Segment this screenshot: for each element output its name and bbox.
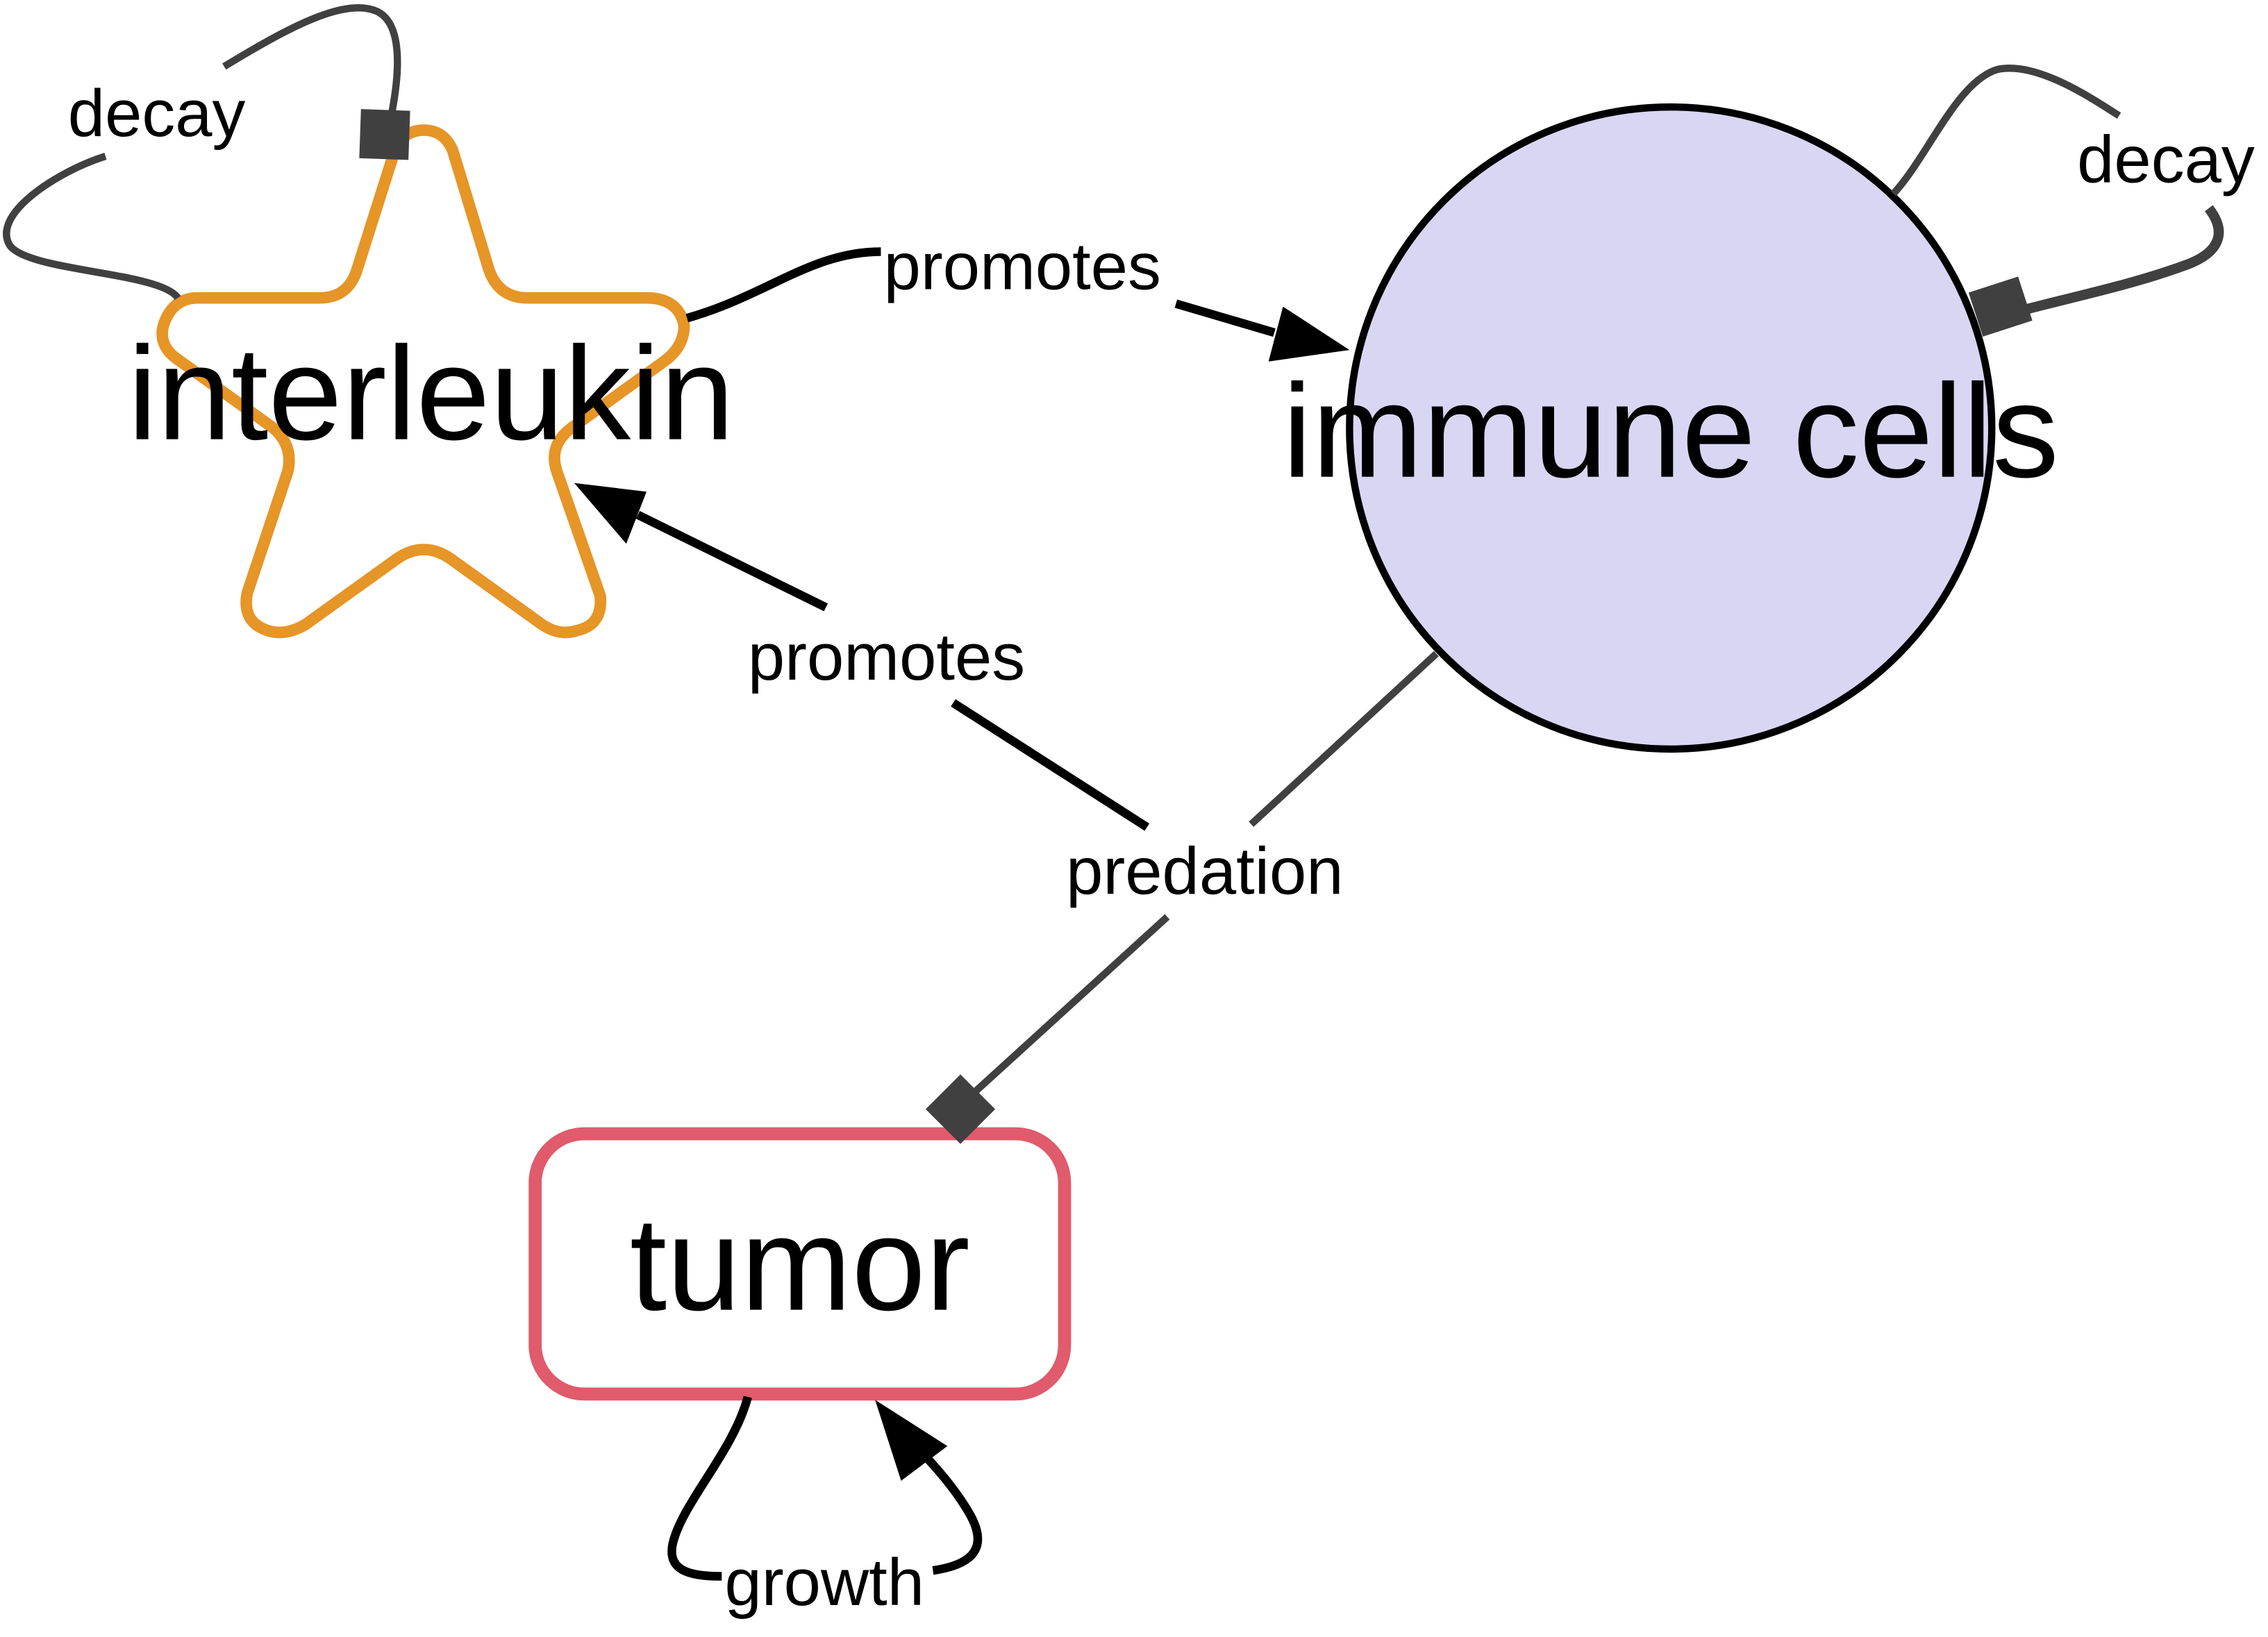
interleukin-decay-curve-out xyxy=(3,152,181,301)
il-promotes-immune-curve-1 xyxy=(685,247,881,323)
il-promotes-immune-label: promotes xyxy=(884,230,1161,304)
interleukin-decay-label: decay xyxy=(68,76,246,151)
interleukin-star-shape xyxy=(156,124,690,639)
predation-line-1 xyxy=(1249,650,1439,828)
interleukin-label: interleukin xyxy=(128,319,734,468)
tumor-growth-arrowhead xyxy=(875,1400,948,1481)
predation-line-2 xyxy=(971,914,1170,1096)
immune-decay-curve-in xyxy=(2013,205,2224,317)
immune-decay-label: decay xyxy=(2077,122,2255,196)
edge-tumor-growth[interactable]: growth xyxy=(667,1395,983,1620)
tumor-growth-curve-out xyxy=(667,1395,752,1581)
edge-interleukin-promotes-immune[interactable]: promotes xyxy=(685,230,1350,362)
node-immune-cells[interactable]: immune cells xyxy=(1283,103,2059,753)
il-promotes-immune-curve-2 xyxy=(1174,299,1276,337)
immune-cells-label: immune cells xyxy=(1283,357,2059,505)
node-tumor[interactable]: tumor xyxy=(528,1127,1072,1401)
immune-decay-inhibitor-head xyxy=(1968,276,2033,337)
node-interleukin[interactable]: interleukin xyxy=(128,124,734,639)
interleukin-decay-inhibitor-head xyxy=(359,109,410,160)
tumor-growth-label: growth xyxy=(725,1545,925,1620)
tumor-box xyxy=(528,1127,1072,1401)
edge-predation[interactable]: predation xyxy=(925,650,1439,1144)
immune-promotes-il-label: promotes xyxy=(748,620,1025,694)
predation-label: predation xyxy=(1066,834,1343,908)
edge-immune-decay[interactable]: decay xyxy=(1890,65,2255,337)
predation-inhibitor-head xyxy=(925,1074,996,1144)
il-promotes-immune-arrowhead xyxy=(1268,306,1350,362)
immune-promotes-il-curve-1 xyxy=(951,699,1150,831)
immune-cells-circle xyxy=(1346,103,1996,753)
immune-promotes-il-arrowhead xyxy=(574,482,647,544)
edge-interleukin-decay[interactable]: decay xyxy=(3,4,410,301)
immune-decay-curve-out xyxy=(1890,65,2121,196)
interleukin-decay-curve-in xyxy=(222,4,401,134)
immune-promotes-il-curve-2 xyxy=(635,510,828,612)
tumor-growth-curve-in xyxy=(912,1443,983,1575)
edge-immune-promotes-interleukin[interactable]: promotes xyxy=(574,482,1150,831)
tumor-label: tumor xyxy=(630,1190,970,1338)
